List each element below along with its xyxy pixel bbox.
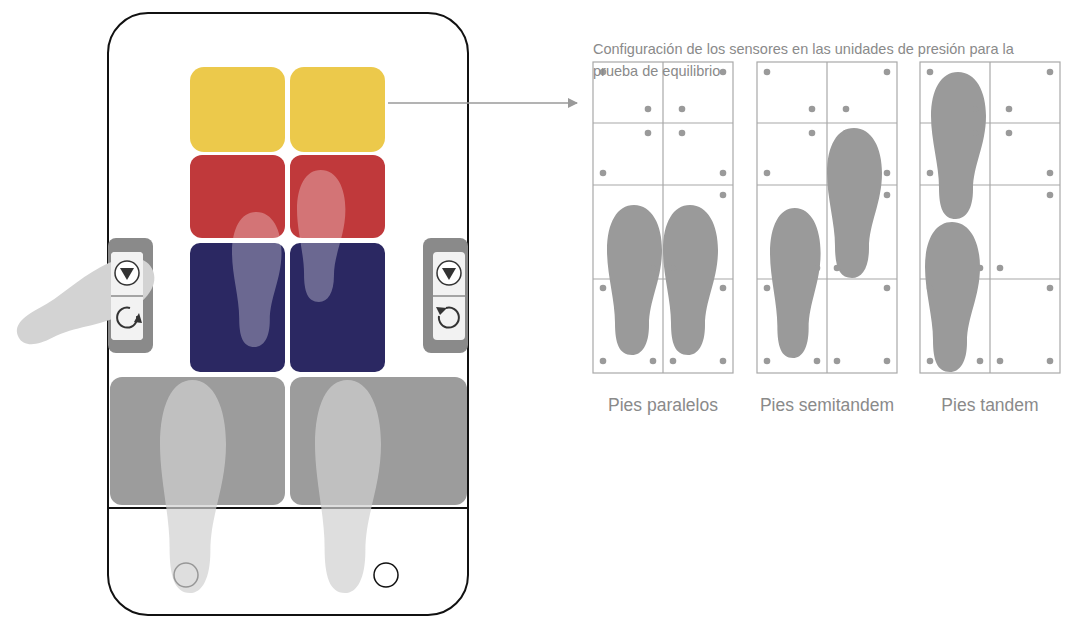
sensor-dot [927, 358, 934, 365]
sensor-grid [593, 62, 733, 373]
sensor-dot [1047, 358, 1054, 365]
sensor-dot [650, 358, 657, 365]
sensor-dot [884, 192, 891, 199]
sensor-dot [670, 265, 677, 272]
sensor-dot [843, 130, 850, 137]
sensor-dot [927, 69, 934, 76]
device-divider [108, 507, 468, 509]
sensor-dot [997, 358, 1004, 365]
sensor-dot [977, 265, 984, 272]
sensor-dot [679, 130, 686, 137]
sensor-dot [764, 285, 771, 292]
sensor-dot [679, 106, 686, 113]
sensor-dot [1006, 130, 1013, 137]
rotate-icon [117, 307, 459, 328]
foot [8, 246, 165, 363]
sensor-panel: Pies tandem [920, 62, 1060, 373]
sensor-grid [920, 62, 1060, 373]
sensor-panel: Pies paralelos [593, 62, 733, 373]
panel-caption: Pies tandem [941, 395, 1038, 416]
sensor-dot [764, 170, 771, 177]
sensor-dot [809, 130, 816, 137]
foot [607, 205, 662, 355]
sensor-dot [927, 170, 934, 177]
sensor-panels [593, 62, 1060, 373]
sensor-dot [720, 358, 727, 365]
sensor-dot [600, 170, 607, 177]
foot [925, 222, 980, 372]
button-box [111, 252, 143, 340]
sensor-dot [1047, 170, 1054, 177]
sensor-dot [1047, 285, 1054, 292]
sensor-dot [834, 265, 841, 272]
side-panel [423, 238, 468, 353]
sensor-grid [757, 62, 897, 373]
button-box [433, 252, 465, 340]
foot [315, 380, 381, 593]
sensor-dot [670, 358, 677, 365]
sensor-dot [972, 130, 979, 137]
sensor-dot [884, 285, 891, 292]
panel-caption: Pies paralelos [608, 395, 718, 416]
foot [232, 212, 282, 347]
sensor-dot [764, 358, 771, 365]
sensor-dot [977, 358, 984, 365]
pointer-arrow [388, 102, 577, 104]
sensor-dot [814, 358, 821, 365]
foot [297, 170, 345, 302]
sensor-dot [600, 358, 607, 365]
sensor-dot [884, 170, 891, 177]
sensor-dot [1047, 69, 1054, 76]
foot [827, 128, 882, 278]
sensor-dot [1047, 192, 1054, 199]
sensor-dot [809, 106, 816, 113]
sensor-dot [1006, 106, 1013, 113]
sensor-dot [834, 358, 841, 365]
yellow-pad [190, 67, 285, 152]
sensor-dot [997, 265, 1004, 272]
sensor-dot [884, 358, 891, 365]
foot [160, 380, 226, 593]
sensor-dot [600, 285, 607, 292]
yellow-pad [290, 67, 385, 152]
sensor-dot [720, 170, 727, 177]
sensor-dot [884, 69, 891, 76]
sensor-dot [843, 106, 850, 113]
sensor-dot [927, 285, 934, 292]
sensor-dot [650, 265, 657, 272]
sensor-dot [645, 130, 652, 137]
foot [770, 208, 821, 358]
down-icon [115, 261, 461, 285]
sensor-dot [764, 69, 771, 76]
title: Configuración de los sensores en las uni… [593, 38, 1038, 82]
sensor-dot [645, 106, 652, 113]
sensor-dot [972, 106, 979, 113]
sensor-dot [814, 265, 821, 272]
sensor-panel: Pies semitandem [757, 62, 897, 373]
device-hole [374, 563, 398, 587]
sensor-dot [720, 192, 727, 199]
foot [931, 72, 986, 219]
foot [663, 205, 718, 355]
panel-caption: Pies semitandem [760, 395, 894, 416]
sensor-dot [720, 285, 727, 292]
sensor-dot [720, 69, 727, 76]
